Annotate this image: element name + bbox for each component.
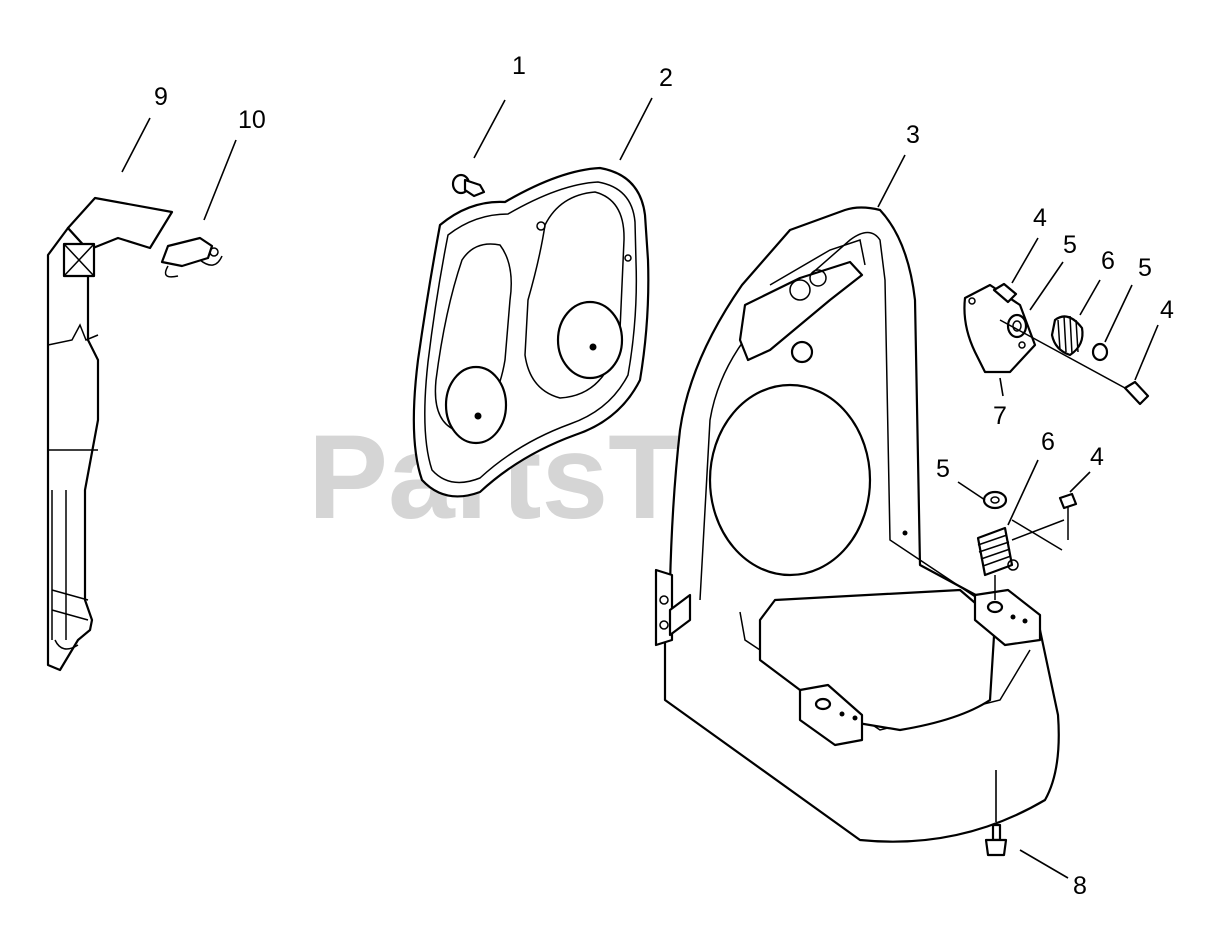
callout-9: 9	[154, 83, 168, 111]
backpack-frame-part	[654, 206, 1060, 843]
callout-4b: 4	[1160, 296, 1174, 324]
callout-5b: 5	[1138, 254, 1152, 282]
callout-3: 3	[906, 121, 920, 149]
frame-bolt-part	[984, 823, 1008, 857]
strap-clip-part	[160, 236, 223, 278]
upper-hinge-hardware	[992, 282, 1150, 406]
callout-7: 7	[993, 402, 1007, 430]
shoulder-strap-part	[46, 196, 174, 672]
back-pad-part	[412, 166, 650, 498]
lower-hinge-hardware	[976, 490, 1078, 600]
callout-10: 10	[238, 106, 266, 134]
callout-4a: 4	[1033, 204, 1047, 232]
spring-cover-part	[963, 283, 1037, 374]
back-pad-clip-part	[451, 173, 486, 198]
callout-8: 8	[1073, 872, 1087, 900]
callout-6a: 6	[1101, 247, 1115, 275]
callout-4c: 4	[1090, 443, 1104, 471]
callout-6b: 6	[1041, 428, 1055, 456]
callout-1: 1	[512, 52, 526, 80]
leader-lines	[121, 97, 1159, 879]
callout-5c: 5	[936, 455, 950, 483]
callout-labels: 1 2 3 4 5 6 5 4 7 5 6 4 8 9 10	[154, 52, 1174, 900]
callout-5a: 5	[1063, 231, 1077, 259]
callout-2: 2	[659, 64, 673, 92]
